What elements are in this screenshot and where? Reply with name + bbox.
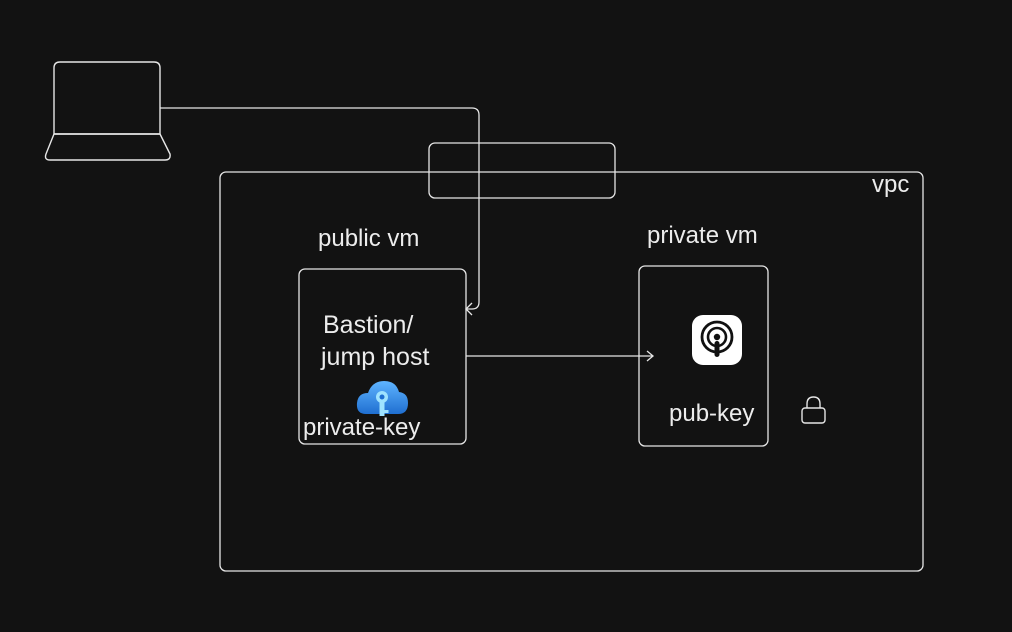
podcast-icon	[692, 315, 742, 365]
public-vm-label: public vm	[318, 225, 420, 252]
pub-key-label: pub-key	[669, 400, 755, 427]
bastion-to-private-arrowhead	[646, 350, 655, 362]
gateway-box	[428, 142, 616, 199]
laptop-icon	[44, 61, 171, 161]
lock-icon	[801, 396, 826, 424]
laptop-to-bastion-connector	[160, 107, 480, 310]
private-key-label: private-key	[303, 414, 421, 441]
bastion-label-line2: jump host	[321, 343, 430, 371]
cloud-key-icon	[356, 381, 408, 416]
vpc-label: vpc	[872, 171, 910, 198]
bastion-label-line1: Bastion/	[323, 311, 414, 339]
private-vm-label: private vm	[647, 222, 758, 249]
vpc-boundary	[219, 171, 924, 572]
